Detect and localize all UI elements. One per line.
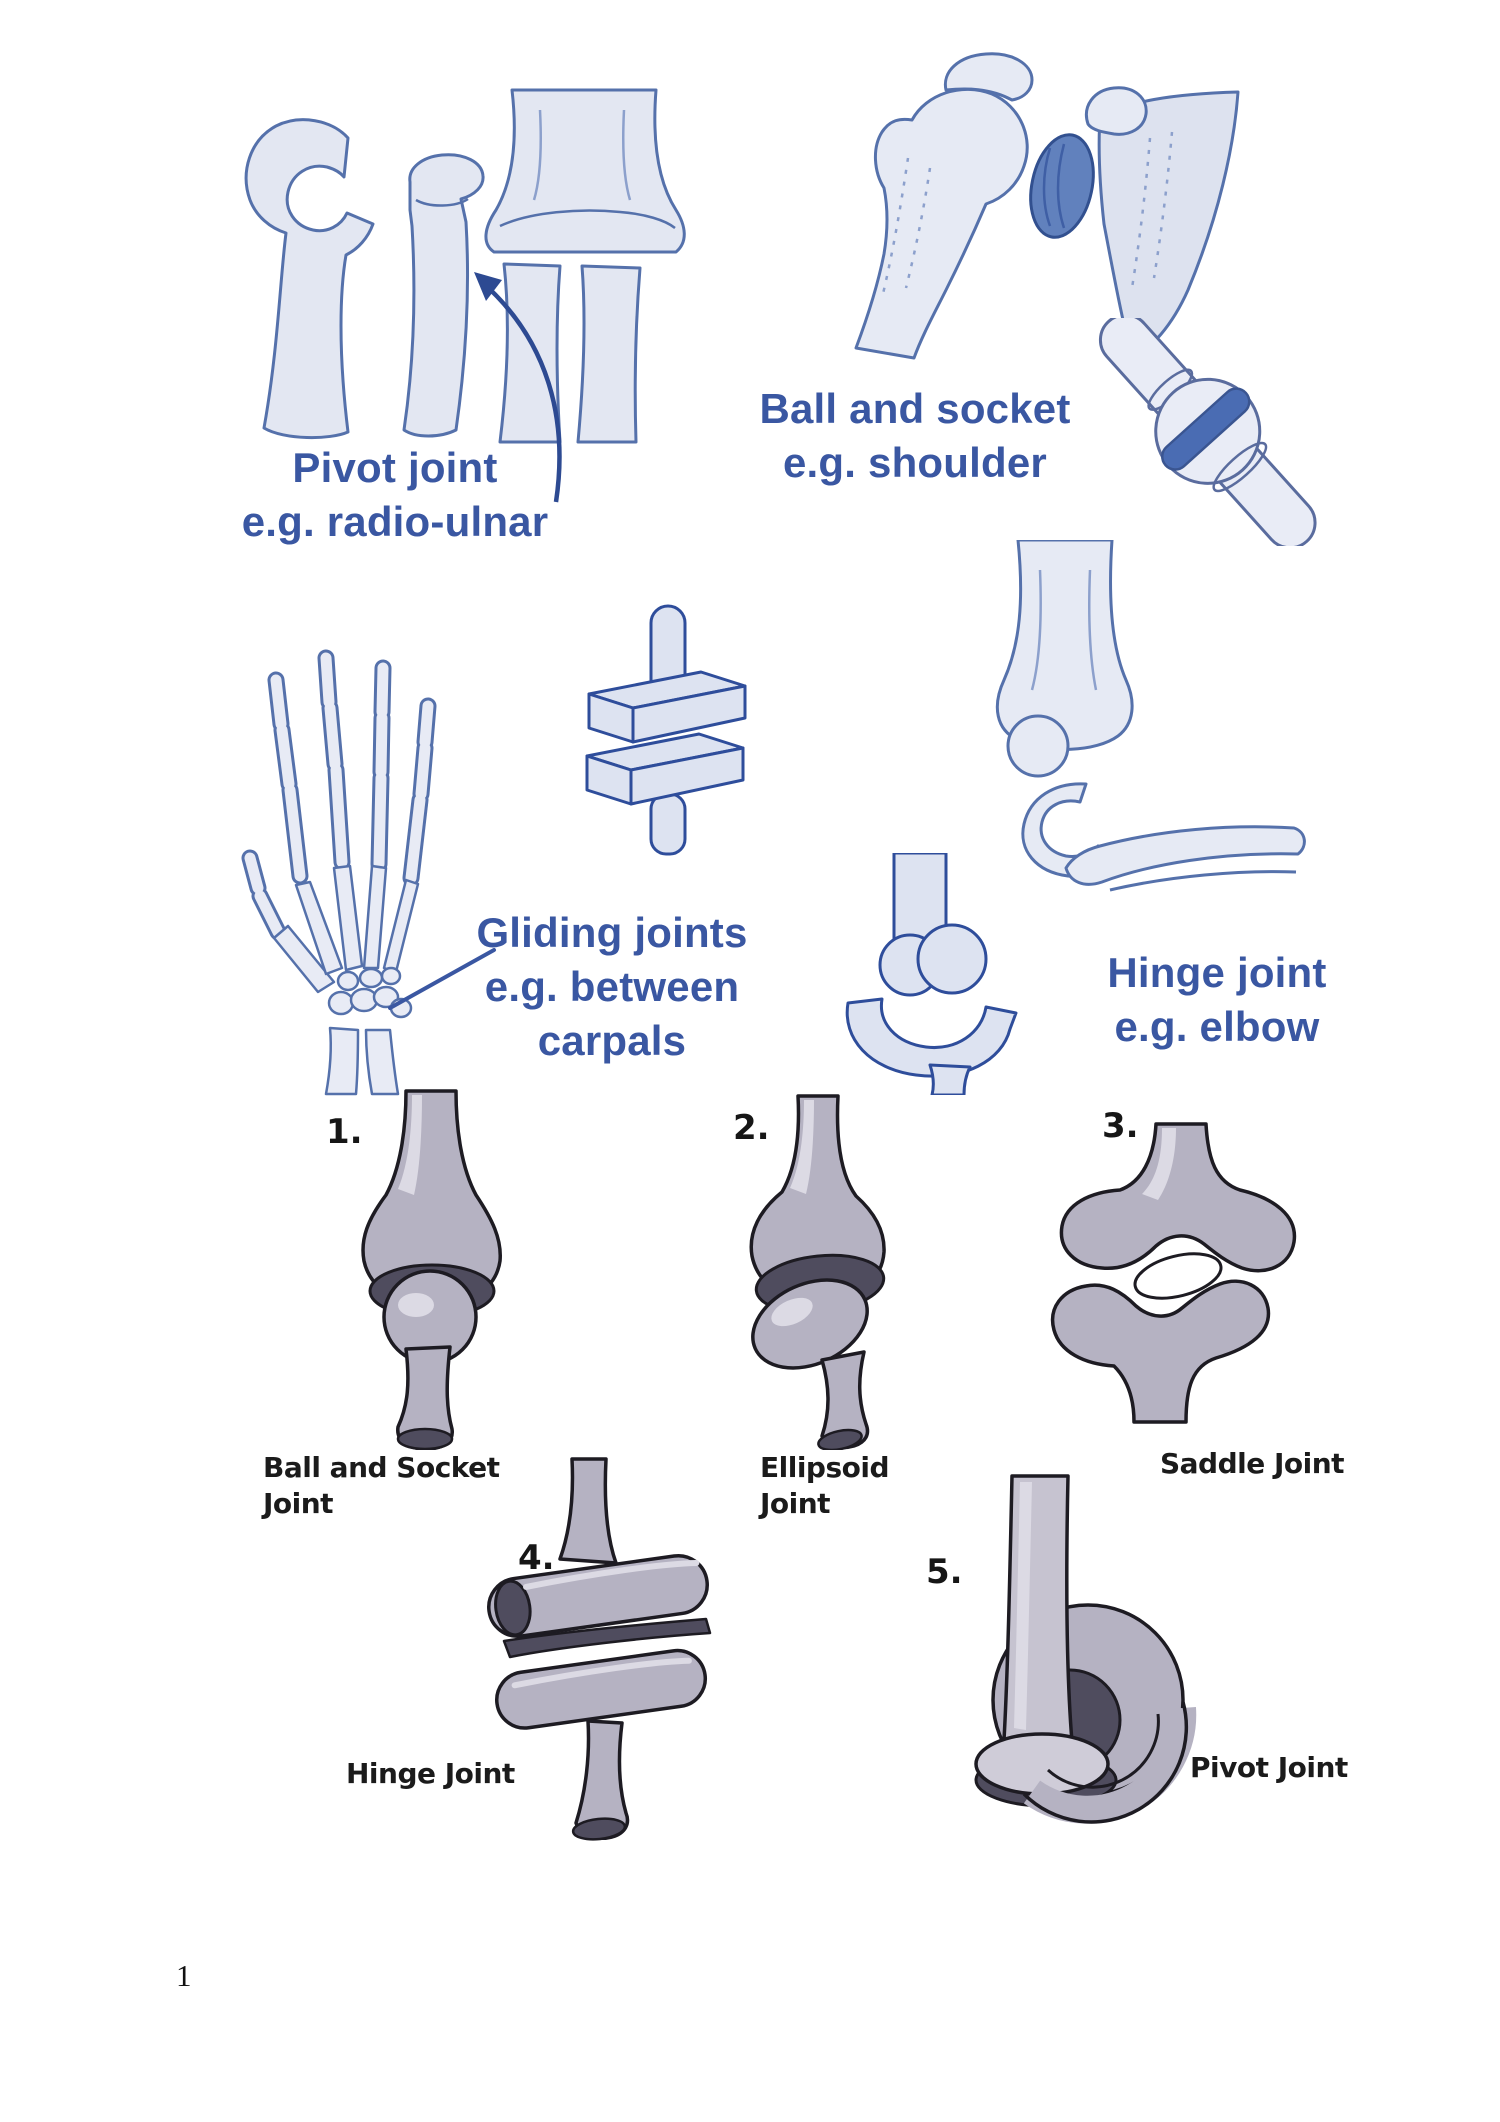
caption-line: Ball and Socket xyxy=(263,1451,500,1484)
carpal-bones xyxy=(327,966,413,1019)
humerus xyxy=(854,87,1029,360)
joint-number-1: 1. xyxy=(326,1112,363,1152)
condyle-right xyxy=(916,923,988,995)
saddle-joint-caption: Saddle Joint xyxy=(1160,1446,1420,1482)
forearm-bones xyxy=(324,1026,400,1096)
lower-slab xyxy=(585,732,745,806)
acromion xyxy=(943,52,1034,102)
scapula xyxy=(1097,90,1240,360)
pivot-joint-label: Pivot joint e.g. radio-ulnar xyxy=(175,441,615,549)
joint-number-3: 3. xyxy=(1102,1106,1139,1146)
ball-and-socket-schematic xyxy=(1098,318,1317,546)
ball-and-socket-label: Ball and socket e.g. shoulder xyxy=(735,382,1095,490)
caption-line: Pivot Joint xyxy=(1190,1751,1348,1784)
page-number: 1 xyxy=(176,1958,192,1993)
gliding-joint-schematic xyxy=(585,604,747,856)
gliding-joints-label-line2: e.g. between xyxy=(484,962,740,1010)
rod-bottom xyxy=(649,792,687,856)
joint-number-4: 4. xyxy=(518,1538,555,1578)
saddle-joint-figure xyxy=(1050,1122,1297,1424)
joint-number-5: 5. xyxy=(926,1552,963,1592)
radio-ulnar-bones-articulated xyxy=(484,88,686,444)
hinge-joint-figure xyxy=(487,1457,712,1841)
ball-and-socket-label-line2: e.g. shoulder xyxy=(783,438,1047,486)
gliding-callout-line xyxy=(388,948,496,1010)
lower-shaft xyxy=(928,1063,972,1095)
radio-ulnar-bones-separated xyxy=(244,118,485,440)
socket-ring xyxy=(1161,387,1251,471)
forearm-bone xyxy=(1064,825,1306,886)
hinge-joint-label-line2: e.g. elbow xyxy=(1114,1002,1320,1050)
hinge-joint-label: Hinge joint e.g. elbow xyxy=(1072,946,1362,1054)
ball-and-socket-label-line1: Ball and socket xyxy=(759,385,1071,432)
joint-number-2: 2. xyxy=(733,1108,770,1148)
caption-line: Hinge Joint xyxy=(346,1757,515,1790)
caption-line: Joint xyxy=(760,1487,831,1521)
gliding-joints-label-line3: carpals xyxy=(537,1016,687,1064)
pivot-joint-figure xyxy=(974,1474,1197,1824)
phalanges xyxy=(241,649,437,941)
gliding-joints-label: Gliding joints e.g. between carpals xyxy=(452,906,772,1067)
hinge-joint-label-line1: Hinge joint xyxy=(1107,949,1327,996)
pivot-joint-caption: Pivot Joint xyxy=(1190,1750,1430,1786)
pivot-joint-label-line2: e.g. radio-ulnar xyxy=(241,497,549,545)
callout-arrow xyxy=(474,272,562,503)
elbow-joint-illustration xyxy=(995,540,1306,892)
metacarpals xyxy=(272,864,420,994)
caption-line: Saddle Joint xyxy=(1160,1447,1345,1480)
caption-line: Ellipsoid xyxy=(760,1451,890,1484)
hinge-joint-schematic xyxy=(845,853,1018,1095)
gliding-joints-label-line1: Gliding joints xyxy=(476,909,748,956)
ball-and-socket-joint-figure xyxy=(361,1089,502,1450)
pivot-joint-label-line1: Pivot joint xyxy=(292,444,498,491)
ellipsoid-joint-caption: Ellipsoid Joint xyxy=(760,1450,960,1523)
glenoid-socket xyxy=(1029,133,1095,239)
hinge-joint-caption: Hinge Joint xyxy=(346,1756,586,1792)
upper-slab xyxy=(587,670,747,744)
trough xyxy=(845,997,1018,1078)
shoulder-joint-illustration xyxy=(854,52,1240,360)
ball-and-socket-joint-caption: Ball and Socket Joint xyxy=(263,1450,523,1523)
coracoid-process xyxy=(1085,86,1148,136)
humerus-lower-end xyxy=(995,540,1134,751)
hand-skeleton-illustration xyxy=(241,649,437,1096)
ellipsoid-joint-figure xyxy=(749,1094,886,1450)
caption-line: Joint xyxy=(263,1487,334,1521)
pivot-joint-illustration xyxy=(244,88,686,503)
